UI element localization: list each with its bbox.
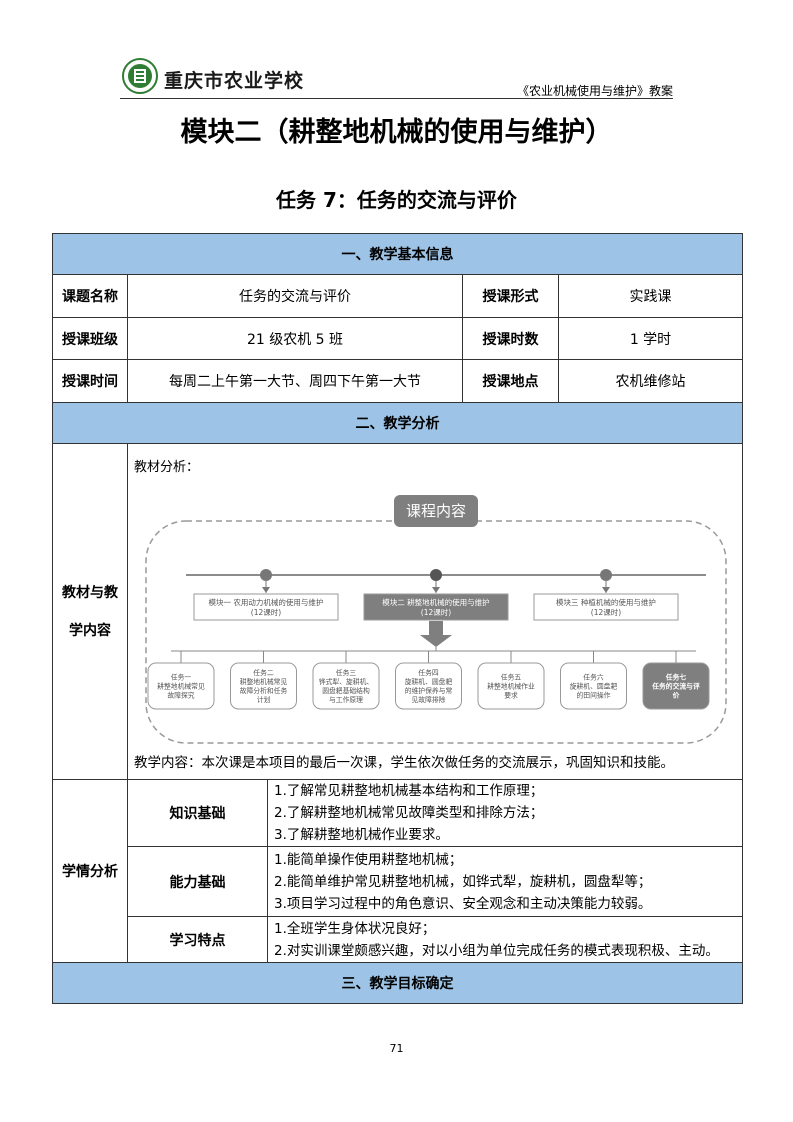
module-box xyxy=(363,593,509,621)
header-divider xyxy=(120,98,673,99)
info-label: 授课班级 xyxy=(52,317,128,360)
module-hours: (12课时) xyxy=(421,607,451,617)
task-box xyxy=(230,662,297,710)
material-cell: 教材分析： 课程内容 模块一 农用动力机械的使用与维护(12课时)模块二 耕整地… xyxy=(126,443,744,780)
list-item: 3.了解耕整地机械作业要求。 xyxy=(274,827,449,843)
task-label: 任务四 xyxy=(418,668,439,677)
task-label: 任务六 xyxy=(583,673,604,682)
list-item: 2.对实训课堂颇感兴趣，对以小组为单位完成任务的模式表现积极、主动。 xyxy=(274,942,719,959)
info-value: 实践课 xyxy=(557,274,744,318)
lesson-plan-table: 一、教学基本信息 课题名称 任务的交流与评价 授课形式 实践课 授课班级 21 … xyxy=(51,233,744,1004)
ability-basis-label: 能力基础 xyxy=(127,846,268,917)
ability-basis-items: 1.能简单操作使用耕整地机械； 2.能简单维护常见耕整地机械，如铧式犁，旋耕机，… xyxy=(266,846,744,917)
task-label: 的田间操作 xyxy=(577,691,611,700)
info-row: 授课班级 21 级农机 5 班 授课时数 1 学时 xyxy=(52,317,744,360)
task-box xyxy=(147,662,215,710)
list-item: 1.能简单操作使用耕整地机械； xyxy=(274,851,463,868)
task-label: 任务七 xyxy=(665,673,687,682)
timeline-node xyxy=(430,569,442,581)
down-arrow-icon xyxy=(420,621,452,647)
school-name: 重庆市农业学校 xyxy=(164,70,305,92)
task-label: 铧式犁、旋耕机、 xyxy=(319,677,373,686)
module-label: 模块一 农用动力机械的使用与维护 xyxy=(209,597,324,607)
timeline-node xyxy=(260,569,272,581)
list-item: 2.能简单维护常见耕整地机械，如铧式犁，旋耕机，圆盘犁等； xyxy=(274,873,652,890)
task-label: 见故障排除 xyxy=(412,695,446,704)
info-label: 授课时数 xyxy=(462,317,559,360)
module-label: 模块三 种植机械的使用与维护 xyxy=(556,597,656,607)
info-label: 课题名称 xyxy=(52,274,128,318)
info-row: 授课时间 每周二上午第一大节、周四下午第一大节 授课地点 农机维修站 xyxy=(52,359,744,403)
teaching-content: 教学内容：本次课是本项目的最后一次课，学生依次做任务的交流展示，巩固知识和技能。 xyxy=(134,755,674,771)
info-label: 授课形式 xyxy=(462,274,559,318)
list-item: 2.了解耕整地机械常见故障类型和排除方法； xyxy=(274,805,544,821)
material-label: 教材与教 学内容 xyxy=(52,443,128,780)
task-label: 耕整地机械作业 xyxy=(487,682,535,691)
info-value: 21 级农机 5 班 xyxy=(127,317,463,360)
knowledge-basis-label: 知识基础 xyxy=(127,779,268,847)
task-box xyxy=(560,662,627,710)
info-value: 1 学时 xyxy=(557,317,744,360)
timeline-node xyxy=(600,569,612,581)
task-label: 任务三 xyxy=(336,668,357,677)
material-analysis-label: 教材分析： xyxy=(134,460,200,475)
info-label: 授课时间 xyxy=(52,359,128,403)
info-row: 课题名称 任务的交流与评价 授课形式 实践课 xyxy=(52,274,744,318)
task-title: 任务 7：任务的交流与评价 xyxy=(276,188,517,212)
task-label: 故障探究 xyxy=(167,691,194,700)
list-item: 3.项目学习过程中的角色意识、安全观念和主动决策能力较弱。 xyxy=(274,895,652,912)
module-title: 模块二（耕整地机械的使用与维护） xyxy=(180,117,613,148)
task-label: 任务二 xyxy=(253,668,274,677)
page-number: 71 xyxy=(389,1042,404,1055)
task-box xyxy=(312,662,380,710)
list-item: 1.全班学生身体状况良好； xyxy=(274,920,436,937)
info-value: 每周二上午第一大节、周四下午第一大节 xyxy=(127,359,463,403)
task-label: 圆盘耙基础结构 xyxy=(322,686,370,695)
info-value: 任务的交流与评价 xyxy=(127,274,463,318)
school-logo-icon xyxy=(122,58,158,94)
task-label: 故障分析和任务 xyxy=(240,686,288,695)
task-label: 的维护保养与常 xyxy=(405,686,453,695)
task-box xyxy=(642,662,710,710)
module-label: 模块二 耕整地机械的使用与维护 xyxy=(382,597,489,607)
list-item: 1.了解常见耕整地机械基本结构和工作原理； xyxy=(274,783,544,799)
page-header: 重庆市农业学校 《农业机械使用与维护》教案 xyxy=(120,58,673,98)
student-analysis-label: 学情分析 xyxy=(52,779,128,963)
task-label: 与工作原理 xyxy=(329,695,363,704)
module-hours: (12课时) xyxy=(251,607,281,617)
task-label: 旋耕机、圆盘耙 xyxy=(570,682,618,691)
task-label: 旋耕机、圆盘耙 xyxy=(405,677,453,686)
task-box xyxy=(395,662,462,710)
task-label: 计划 xyxy=(257,695,271,704)
material-label-line2: 学内容 xyxy=(69,622,111,639)
task-label: 耕整地机械常见 xyxy=(157,682,205,691)
task-label: 任务的交流与评 xyxy=(651,682,700,691)
material-label-line1: 教材与教 xyxy=(62,584,118,601)
knowledge-basis-items: 1.了解常见耕整地机械基本结构和工作原理； 2.了解耕整地机械常见故障类型和排除… xyxy=(266,779,744,847)
task-label: 任务五 xyxy=(501,673,522,682)
task-label: 任务一 xyxy=(171,673,192,682)
diagram-title: 课程内容 xyxy=(406,502,466,520)
course-name: 《农业机械使用与维护》教案 xyxy=(516,84,673,98)
task-box xyxy=(477,662,545,710)
learning-traits-items: 1.全班学生身体状况良好； 2.对实训课堂颇感兴趣，对以小组为单位完成任务的模式… xyxy=(266,916,744,963)
info-label: 授课地点 xyxy=(462,359,559,403)
module-hours: (12课时) xyxy=(591,607,621,617)
learning-traits-label: 学习特点 xyxy=(127,916,268,963)
task-label: 耕整地机械常见 xyxy=(240,677,288,686)
module-box xyxy=(193,593,339,621)
section-basic-info-title: 一、教学基本信息 xyxy=(51,233,744,275)
diagram-title-badge xyxy=(394,495,478,527)
task-label: 要求 xyxy=(504,691,518,700)
info-value: 农机维修站 xyxy=(557,359,744,403)
section-objectives-title: 三、教学目标确定 xyxy=(51,962,744,1004)
section-analysis-title: 二、教学分析 xyxy=(51,402,744,444)
course-content-diagram: 课程内容 模块一 农用动力机械的使用与维护(12课时)模块二 耕整地机械的使用与… xyxy=(145,495,727,744)
task-label: 价 xyxy=(673,692,680,700)
module-box xyxy=(533,593,679,621)
